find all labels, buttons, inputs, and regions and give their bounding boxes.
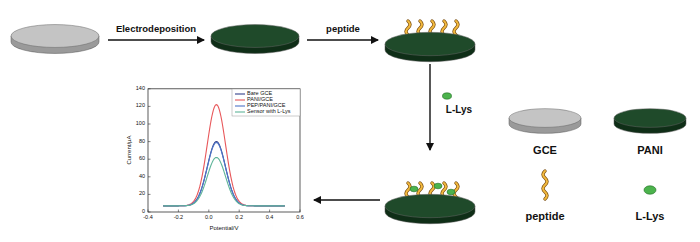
tick	[300, 210, 301, 213]
l-lys-molecule	[644, 186, 656, 194]
cv-curve	[163, 105, 285, 206]
chart-legend-frame	[232, 89, 300, 116]
peptide-outline	[543, 171, 547, 199]
arrow-label: Electrodeposition	[116, 24, 196, 34]
tick	[208, 210, 209, 213]
legend-text: Bare GCE	[247, 91, 272, 97]
tick	[148, 212, 151, 213]
tick-label: 120	[136, 104, 145, 110]
legend-text: PANI/GCE	[247, 97, 273, 103]
legend-line-sample	[235, 93, 245, 94]
arrow-label: peptide	[326, 24, 360, 34]
tick-label: 20	[139, 192, 145, 198]
legend-text: GCE	[533, 145, 557, 156]
tick-label: 0.0	[205, 215, 213, 221]
legend-text: PANI	[637, 145, 662, 156]
tick	[148, 176, 151, 177]
tick-label: 0.6	[296, 215, 304, 221]
electrode-disc	[614, 109, 686, 128]
cv-curve	[163, 157, 285, 205]
tick-label: 100	[136, 121, 145, 127]
l-lys-molecule	[447, 189, 455, 195]
cv-curve	[163, 142, 285, 206]
tick	[148, 141, 151, 142]
legend-line-sample	[235, 111, 245, 112]
axis-title: Current/μA	[126, 135, 132, 164]
tick	[148, 159, 151, 160]
arrow-label: L-Lys	[446, 105, 472, 115]
process-arrow	[108, 39, 204, 40]
tick	[148, 106, 151, 107]
axis-title: Potential/V	[209, 225, 238, 231]
tick-label: 60	[139, 156, 145, 162]
process-arrow	[307, 39, 378, 40]
tick	[239, 210, 240, 213]
tick-label: 0	[142, 209, 145, 215]
legend-text: Sensor with L-Lys	[247, 109, 291, 115]
l-lys-molecule	[410, 186, 418, 192]
l-lys-molecule	[434, 183, 442, 189]
tick-label: -0.2	[174, 215, 183, 221]
electrode-disc	[509, 109, 581, 128]
electrode-disc	[385, 194, 475, 217]
electrode-disc	[385, 32, 475, 55]
tick-label: -0.4	[143, 215, 152, 221]
tick	[148, 194, 151, 195]
tick-label: 40	[139, 174, 145, 180]
tick	[269, 210, 270, 213]
l-lys-molecule	[443, 93, 452, 99]
tick	[178, 210, 179, 213]
legend-text: peptide	[525, 211, 564, 222]
plot-frame	[148, 89, 300, 212]
legend-line-sample	[235, 99, 245, 100]
electrode-disc	[11, 25, 99, 48]
tick	[148, 124, 151, 125]
tick-label: 0.4	[266, 215, 274, 221]
tick	[148, 210, 149, 213]
tick-label: 140	[136, 86, 145, 92]
cv-curve	[163, 142, 285, 205]
process-arrow	[429, 64, 430, 150]
legend-text: PEP/PANI/GCE	[247, 103, 285, 109]
legend-line-sample	[235, 105, 245, 106]
electrode-disc	[211, 25, 299, 48]
peptide-chain	[543, 171, 547, 199]
tick-label: 80	[139, 139, 145, 145]
tick-label: 0.2	[235, 215, 243, 221]
legend-text: L-Lys	[636, 211, 665, 222]
process-arrow	[314, 199, 380, 200]
tick	[148, 88, 151, 89]
